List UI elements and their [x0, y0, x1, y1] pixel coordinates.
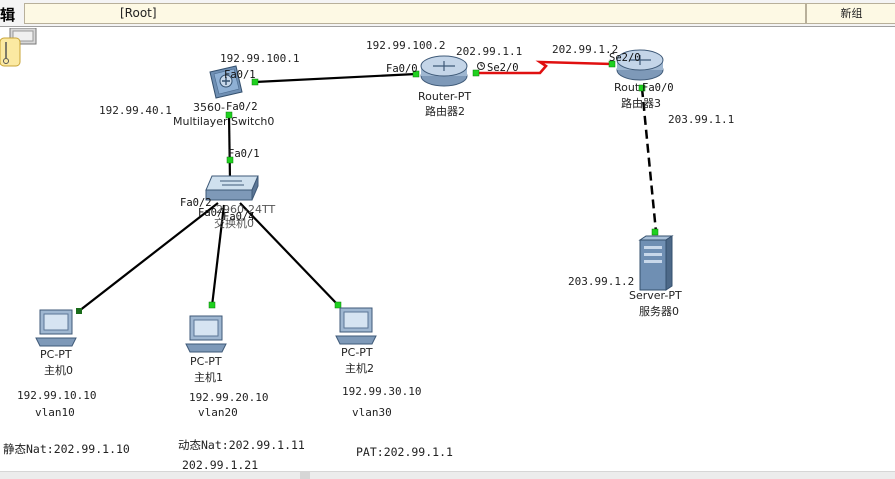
router-icon — [616, 49, 664, 81]
link-status-dot — [608, 60, 616, 68]
dynamic-nat-end-note: 202.99.1.21 — [182, 458, 259, 472]
pc1-vlan: vlan20 — [198, 406, 238, 419]
pc1-model: PC-PT — [190, 355, 222, 368]
pc0-ip: 192.99.10.10 — [17, 389, 97, 402]
new-cluster-button[interactable]: 新组 — [806, 3, 895, 24]
port-label: Fa0/0 — [386, 63, 418, 75]
link-status-dot — [251, 78, 259, 86]
pc1-ip: 192.99.20.10 — [189, 391, 269, 404]
link-status-dot — [334, 301, 342, 309]
router3-fa00-ip: 203.99.1.1 — [668, 113, 735, 126]
switch-name: 交换机0 — [214, 217, 254, 230]
pc0-vlan: vlan10 — [35, 406, 75, 419]
port-label: Fa0/0 — [642, 82, 674, 94]
port-label: Fa0/2 — [180, 197, 212, 209]
server-icon — [638, 235, 674, 291]
scrollbar-track-segment[interactable] — [0, 472, 300, 479]
multilayer-switch-icon — [209, 65, 243, 99]
edit-menu[interactable]: 辑 — [0, 6, 16, 24]
palette-widget-icon[interactable] — [0, 28, 38, 68]
router2-name: 路由器2 — [425, 105, 465, 118]
port-label: Se2/0 — [609, 52, 641, 64]
pc-icon — [35, 309, 77, 347]
path-label: [Root] — [120, 6, 157, 20]
router3-model: Rout — [614, 81, 640, 94]
port-label: Fa0/2 — [226, 101, 258, 113]
port-label: Fa0/4 — [223, 211, 255, 223]
pc2-model: PC-PT — [341, 346, 373, 359]
server-name: 服务器0 — [639, 305, 679, 318]
link-router3-server — [640, 87, 658, 233]
link-switch-pc0 — [78, 202, 219, 312]
msw-fa01-ip: 192.99.100.1 — [220, 52, 300, 65]
link-status-dot — [225, 111, 233, 119]
switch-model: 2960-24TT — [216, 203, 276, 216]
pc2-name: 主机2 — [345, 362, 374, 375]
pat-note: PAT:202.99.1.1 — [356, 445, 453, 459]
router-icon — [420, 55, 468, 87]
link-status-dot — [412, 70, 420, 78]
server-model: Server-PT — [629, 289, 682, 302]
router3-name: 路由器3 — [621, 97, 661, 110]
link-switch-pc1 — [210, 204, 226, 307]
router2-model: Router-PT — [418, 90, 472, 103]
static-nat-note: 静态Nat:202.99.1.10 — [3, 442, 130, 456]
port-label: Fa0/1 — [224, 69, 256, 81]
multilayer-switch-name: Multilayer Switch0 — [173, 115, 275, 128]
pc0-model: PC-PT — [40, 348, 72, 361]
link-status-dot — [76, 308, 82, 314]
port-label: Fa0/1 — [228, 148, 260, 160]
pc1-name: 主机1 — [194, 371, 223, 384]
scrollbar-track-segment[interactable] — [310, 472, 895, 479]
link-status-dot — [472, 69, 480, 77]
server-ip: 203.99.1.2 — [568, 275, 635, 288]
link-switch-pc2 — [239, 202, 339, 306]
pc2-ip: 192.99.30.10 — [342, 385, 422, 398]
link-status-dot — [651, 228, 659, 236]
link-serial-router2-router3 — [476, 60, 613, 75]
port-label: Se2/0 — [487, 62, 519, 74]
dynamic-nat-note: 动态Nat:202.99.1.11 — [178, 438, 305, 452]
clock-icon — [477, 62, 485, 70]
pc2-vlan: vlan30 — [352, 406, 392, 419]
multilayer-switch-model: 3560- — [193, 101, 225, 114]
pc-icon — [335, 307, 377, 345]
link-status-dot — [638, 84, 646, 92]
router2-se20-ip: 202.99.1.1 — [456, 45, 523, 58]
pc-icon — [185, 315, 227, 353]
path-field[interactable] — [24, 3, 806, 24]
link-status-dot — [208, 301, 216, 309]
link-msw-router2 — [254, 72, 417, 84]
link-status-dot — [226, 156, 234, 164]
switch-icon — [205, 175, 259, 201]
router3-se20-ip: 202.99.1.2 — [552, 43, 619, 56]
msw-vlan40-ip: 192.99.40.1 — [99, 104, 172, 117]
port-label: Fa0/ — [198, 207, 224, 219]
link-msw-switch — [227, 113, 232, 181]
router2-fa00-ip: 192.99.100.2 — [366, 39, 446, 52]
pc0-name: 主机0 — [44, 364, 73, 377]
